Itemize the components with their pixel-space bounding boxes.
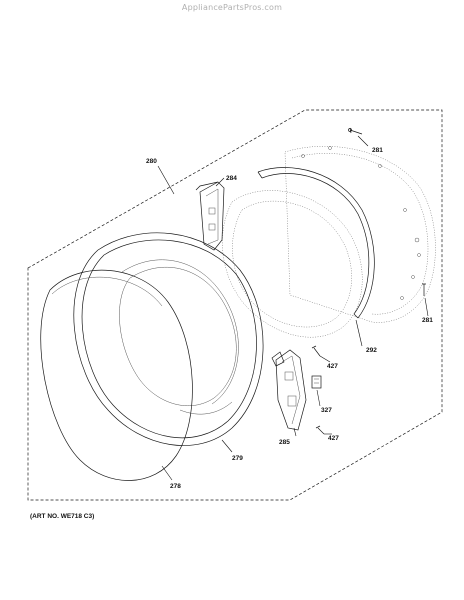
callout-278: 278 <box>170 483 181 490</box>
latch-part-285 <box>271 349 307 431</box>
leader-427a <box>319 355 331 363</box>
callout-427-lower: 427 <box>328 435 339 442</box>
door-glass-part-278 <box>40 269 193 481</box>
callout-280: 280 <box>146 158 157 165</box>
leader-278 <box>161 465 173 481</box>
leader-279 <box>221 439 233 453</box>
callout-284: 284 <box>226 175 237 182</box>
inner-door-panel <box>222 190 363 338</box>
leader-281b <box>424 297 429 317</box>
leader-327 <box>316 389 321 407</box>
site-watermark: AppliancePartsPros.com <box>181 3 283 12</box>
callout-327: 327 <box>321 407 332 414</box>
screw-part-281-top <box>348 127 363 135</box>
leader-280 <box>157 165 175 195</box>
callout-285: 285 <box>279 439 290 446</box>
callout-281-right: 281 <box>422 317 433 324</box>
callout-279: 279 <box>232 455 243 462</box>
rear-frame-part <box>284 146 436 323</box>
leader-292 <box>355 319 363 347</box>
hinge-part-284 <box>195 181 225 251</box>
callout-292: 292 <box>366 347 377 354</box>
leader-281a <box>357 135 369 147</box>
leader-284 <box>215 177 225 187</box>
art-number-label: (ART NO. WE718 C3) <box>30 513 95 520</box>
screw-part-427-upper <box>311 345 321 357</box>
callout-281-top: 281 <box>372 147 383 154</box>
leader-285 <box>293 427 297 437</box>
assembly-boundary <box>27 109 443 501</box>
door-frame-part-279 <box>73 232 264 446</box>
callout-427-upper: 427 <box>327 363 338 370</box>
screw-part-281-right <box>422 283 426 296</box>
switch-part-327 <box>311 375 322 389</box>
gasket-part-292 <box>257 167 375 319</box>
screw-part-427-lower <box>315 425 325 435</box>
